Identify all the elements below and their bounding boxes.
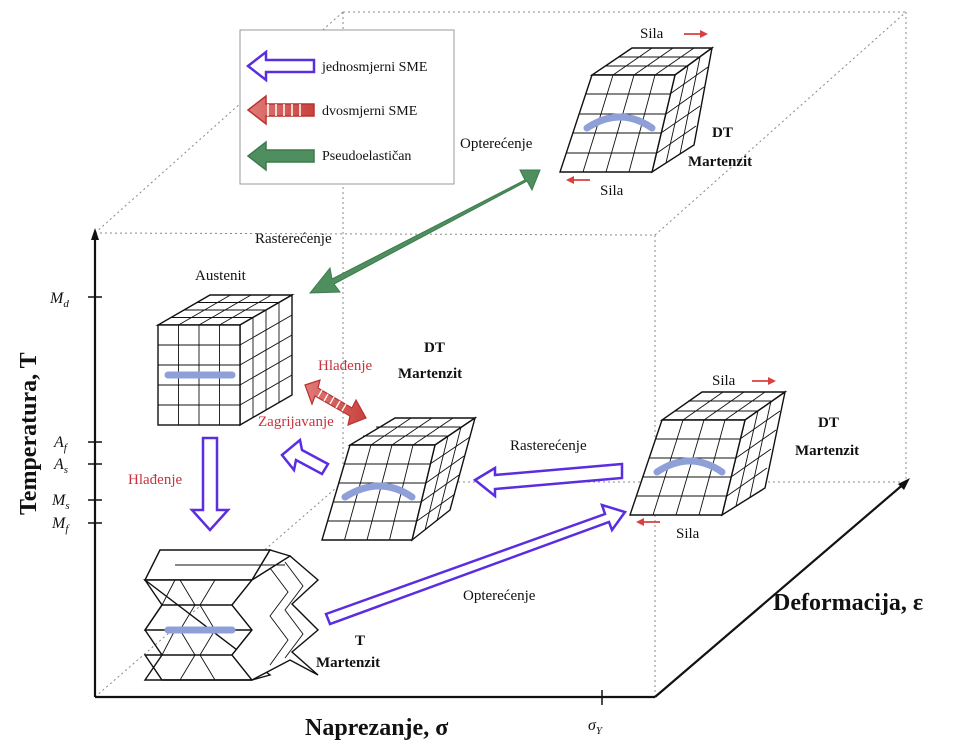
force-arrow-top-left	[566, 176, 590, 184]
right-crystal-arc	[653, 457, 726, 476]
tick-label-as: As	[53, 456, 68, 476]
label-dt-right-martenzit: Martenzit	[795, 443, 859, 459]
detwinned-martensite-center	[321, 416, 478, 542]
twinned-martensite	[142, 549, 320, 681]
label-hladjenje-left: Hlađenje	[128, 472, 182, 488]
label-t: T	[355, 633, 365, 649]
z-axis-title: Deformacija, ε	[773, 590, 923, 616]
label-austenit: Austenit	[195, 268, 247, 284]
label-sila-top-upper: Sila	[640, 26, 664, 42]
label-t-martenzit: Martenzit	[316, 655, 380, 671]
legend: jednosmjerni SME dvosmjerni SME Pseudoel…	[239, 29, 455, 185]
tick-label-ms: Ms	[51, 492, 70, 512]
one-way-arrows	[189, 436, 628, 626]
two-way-arrow	[304, 379, 367, 426]
arrow-loading	[324, 503, 628, 626]
label-dt-center: DT	[424, 340, 445, 356]
detwinned-martensite-right	[629, 390, 788, 517]
label-dt-top-martenzit: Martenzit	[688, 154, 752, 170]
label-dt-top: DT	[712, 125, 733, 141]
label-hladjenje-center: Hlađenje	[318, 358, 372, 374]
force-arrow-right-right	[752, 377, 776, 385]
arrow-cooling-down	[189, 436, 231, 532]
tick-label-md: Md	[49, 290, 69, 310]
arrow-heating-back	[280, 437, 330, 476]
tick-label-mf: Mf	[51, 515, 70, 535]
legend-label-pseudo: Pseudoelastičan	[322, 149, 411, 164]
y-ticks	[88, 296, 603, 705]
label-opterecenje-top: Opterećenje	[460, 136, 533, 152]
label-dt-center-martenzit: Martenzit	[398, 366, 462, 382]
label-rasterecenje-top: Rasterećenje	[255, 231, 332, 247]
label-opterecenje-bottom: Opterećenje	[463, 588, 536, 604]
label-dt-right: DT	[818, 415, 839, 431]
detwinned-martensite-top	[559, 46, 715, 174]
axes-solid	[91, 228, 910, 699]
pseudoelastic-arrow	[308, 169, 541, 294]
force-arrows	[566, 30, 776, 526]
legend-arrow-pseudo	[246, 140, 315, 172]
y-tick-labels: Md Af As Ms Mf σY	[49, 290, 604, 737]
label-sila-right-upper: Sila	[712, 373, 736, 389]
top-crystal-arc	[583, 113, 656, 132]
tick-label-af: Af	[53, 434, 69, 454]
label-sila-right-lower: Sila	[676, 526, 700, 542]
legend-arrow-two-way	[246, 94, 315, 126]
center-crystal-arc	[341, 482, 416, 501]
force-arrow-right-left	[636, 518, 660, 526]
legend-arrow-one-way	[245, 49, 316, 83]
label-rasterecenje-middle: Rasterećenje	[510, 438, 587, 454]
label-sila-top-lower: Sila	[600, 183, 624, 199]
legend-label-two-way: dvosmjerni SME	[322, 104, 417, 119]
x-axis-title: Naprezanje, σ	[305, 715, 448, 741]
arrow-unloading	[472, 462, 624, 499]
tick-label-sigma-y: σY	[588, 717, 604, 737]
austenite-cube	[155, 293, 295, 427]
force-arrow-top-right	[684, 30, 708, 38]
y-axis-title: Temperatura, T	[16, 352, 42, 515]
legend-label-one-way: jednosmjerni SME	[321, 60, 427, 75]
label-zagrijavanje: Zagrijavanje	[258, 414, 334, 430]
